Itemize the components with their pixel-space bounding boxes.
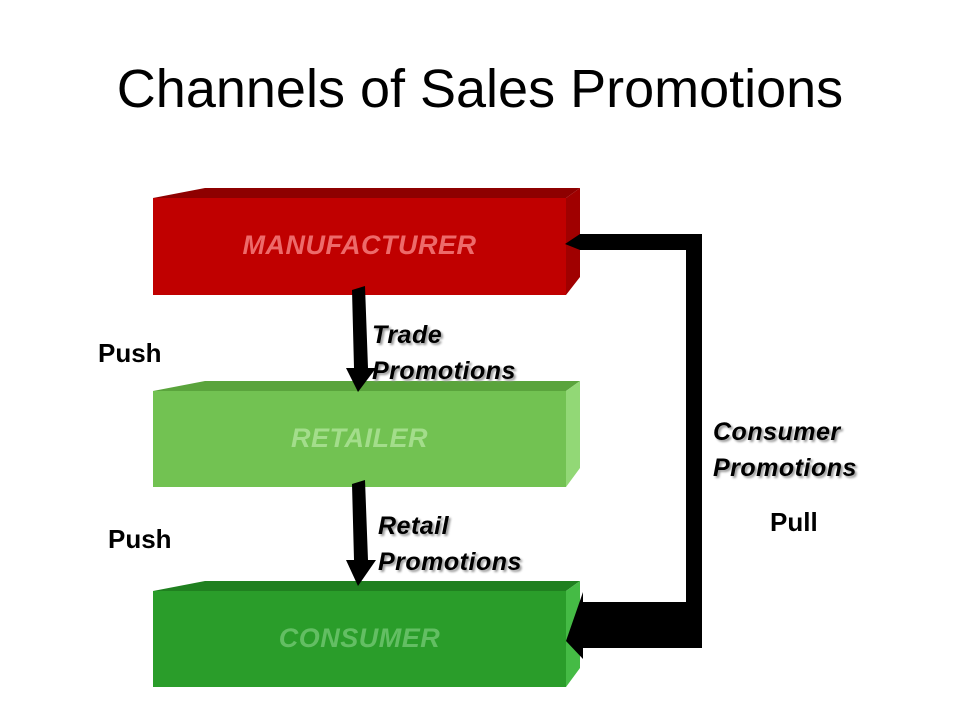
consumer-promo-line1: Consumer xyxy=(713,418,841,446)
retailer-block xyxy=(153,381,580,487)
trade-line2: Promotions xyxy=(372,357,516,385)
retail-line1: Retail xyxy=(378,512,450,540)
retail-arrow xyxy=(346,480,376,586)
retail-line2: Promotions xyxy=(378,548,522,576)
pull-label: Pull xyxy=(770,507,818,537)
consumer-label: CONSUMER xyxy=(278,623,441,653)
slide-title: Channels of Sales Promotions xyxy=(116,59,844,119)
consumer-promo-line2: Promotions xyxy=(713,454,857,482)
trade-line1: Trade xyxy=(372,321,443,349)
manufacturer-block xyxy=(153,188,580,295)
push-label-top: Push xyxy=(98,338,162,368)
consumer-block xyxy=(153,581,580,687)
pull-arrow xyxy=(565,234,702,659)
retail-promotions-label: Retail Promotions xyxy=(378,508,522,580)
trade-arrow xyxy=(346,286,376,392)
consumer-promotions-label: Consumer Promotions xyxy=(713,414,857,486)
trade-promotions-label: Trade Promotions xyxy=(372,317,516,389)
push-label-bottom: Push xyxy=(108,524,172,554)
manufacturer-label: MANUFACTURER xyxy=(242,230,477,260)
retailer-label: RETAILER xyxy=(291,423,428,453)
